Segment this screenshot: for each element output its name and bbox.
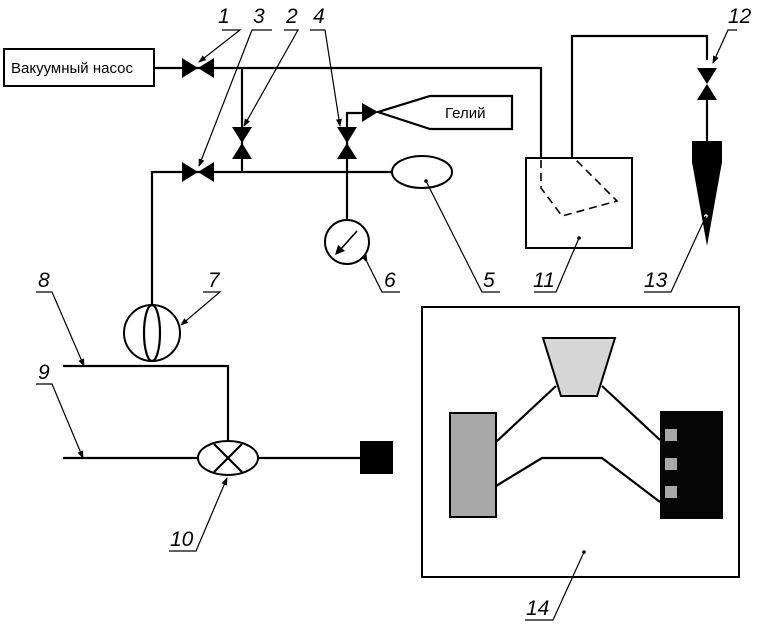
label-2: 2 [285,5,298,28]
helium-branch-pipe [345,111,362,221]
valve-1-icon [182,58,214,78]
instrument-14 [421,306,740,621]
label-4: 4 [313,5,325,28]
valve-12-icon [697,68,717,100]
detector-block-icon [360,441,393,474]
label-9: 9 [38,361,50,384]
column-13 [644,141,722,293]
label-14: 14 [526,597,549,620]
pressure-gauge-icon [324,219,370,265]
label-10: 10 [170,528,194,551]
label-11: 11 [533,269,555,292]
trap-11 [525,34,709,293]
label-12: 12 [728,5,752,28]
label-7: 7 [208,269,221,292]
valve-2-icon [232,127,252,159]
label-6: 6 [384,269,396,292]
middle-pipe [150,170,392,305]
mixer-10-icon [197,440,259,476]
valve-3-icon [182,162,214,182]
label-3: 3 [253,5,265,28]
valve-4-icon [337,127,357,159]
pump-7-icon [123,303,181,363]
label-13: 13 [644,269,668,292]
helium-label: Гелий [445,105,485,122]
vacuum-pump-label: Вакуумный насос [11,60,133,77]
vessel-5 [391,155,453,189]
vacuum-pump: Вакуумный насос [3,48,155,87]
label-5: 5 [483,269,495,292]
label-1: 1 [218,5,230,28]
label-8: 8 [38,269,50,292]
helium-source: Гелий [362,94,514,131]
line-8 [63,364,230,440]
